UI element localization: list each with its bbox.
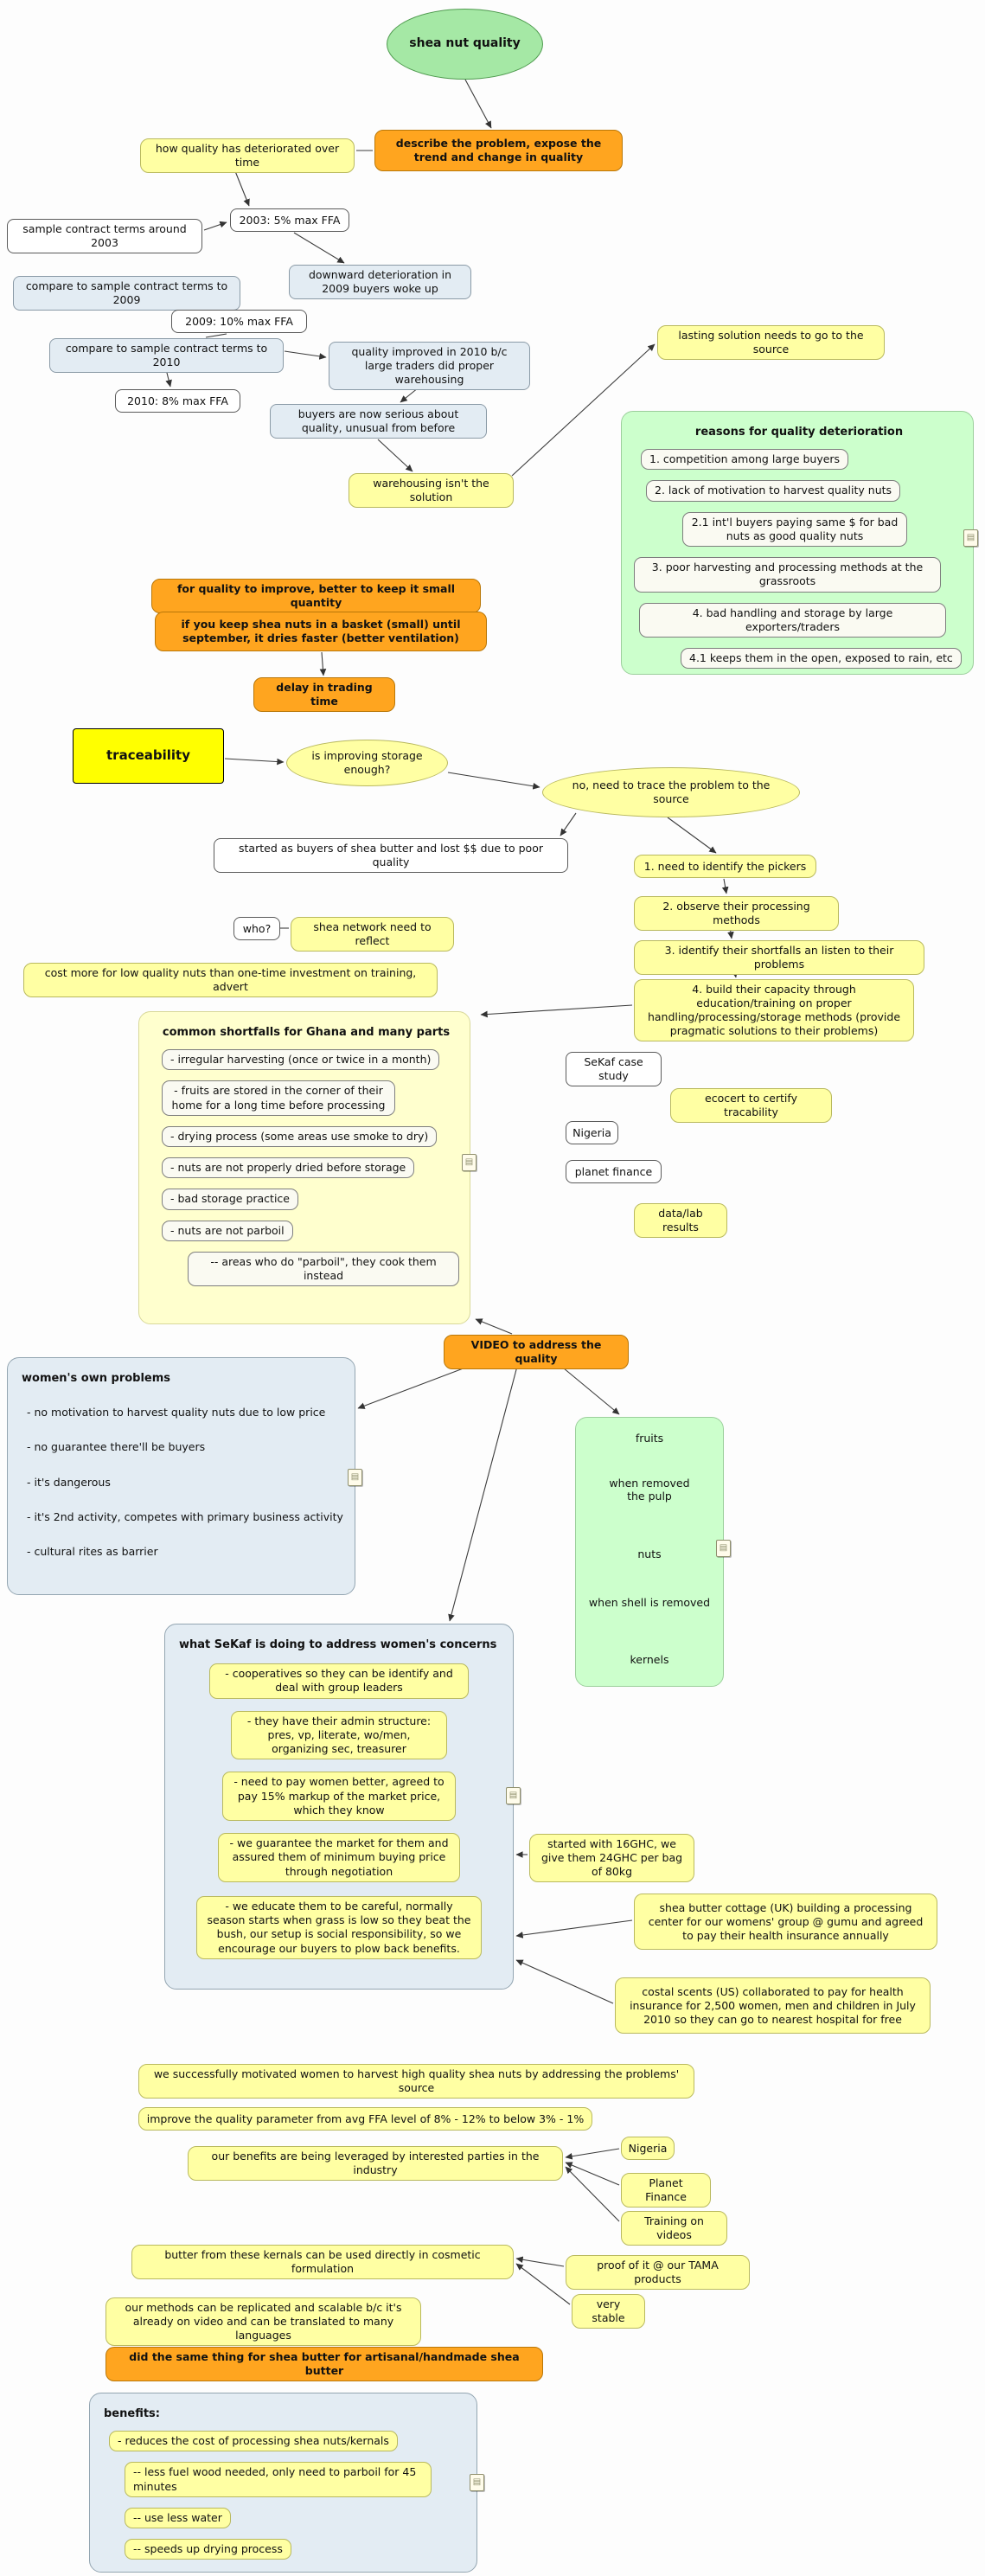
node-sixteen-ghc[interactable]: started with 16GHC, we give them 24GHC p… xyxy=(529,1834,694,1882)
panel-shortfalls-title: common shortfalls for Ghana and many par… xyxy=(162,1026,451,1039)
node-buyers-serious[interactable]: buyers are now serious about quality, un… xyxy=(270,404,487,439)
node-proof-tama[interactable]: proof of it @ our TAMA products xyxy=(566,2255,750,2290)
womens-item: - no guarantee there'll be buyers xyxy=(27,1440,206,1454)
node-shea-network[interactable]: shea network need to reflect xyxy=(291,917,454,952)
node-how-quality-deteriorated[interactable]: how quality has deteriorated over time xyxy=(140,138,355,173)
flow-step-fruits: fruits xyxy=(635,1432,664,1445)
node-sekaf-case-study[interactable]: SeKaf case study xyxy=(566,1052,662,1086)
node-no-trace-source[interactable]: no, need to trace the problem to the sou… xyxy=(542,767,800,817)
node-shea-butter-cottage-uk[interactable]: shea butter cottage (UK) building a proc… xyxy=(634,1894,937,1950)
panel-reasons-title: reasons for quality deterioration xyxy=(694,426,904,439)
node-nigeria-left[interactable]: Nigeria xyxy=(566,1121,618,1144)
benefit-item[interactable]: -- less fuel wood needed, only need to p… xyxy=(125,2462,432,2497)
node-downward-2009[interactable]: downward deterioration in 2009 buyers wo… xyxy=(289,265,471,299)
sekaf-action-item[interactable]: - need to pay women better, agreed to pa… xyxy=(222,1772,456,1821)
node-planet-finance-right[interactable]: Planet Finance xyxy=(621,2173,711,2208)
node-same-for-shea-butter[interactable]: did the same thing for shea butter for a… xyxy=(106,2347,543,2381)
reason-item[interactable]: 4.1 keeps them in the open, exposed to r… xyxy=(681,648,962,670)
node-delay-trading[interactable]: delay in trading time xyxy=(253,677,395,712)
node-benefits-leveraged[interactable]: our benefits are being leveraged by inte… xyxy=(188,2146,563,2181)
shortfall-item[interactable]: - fruits are stored in the corner of the… xyxy=(162,1080,395,1116)
shortfall-item[interactable]: - bad storage practice xyxy=(162,1189,298,1210)
node-step3-identify-shortfalls[interactable]: 3. identify their shortfalls an listen t… xyxy=(634,940,924,975)
node-motivated-women[interactable]: we successfully motivated women to harve… xyxy=(138,2064,694,2099)
node-nigeria-right[interactable]: Nigeria xyxy=(621,2137,675,2160)
shortfall-item[interactable]: -- areas who do "parboil", they cook the… xyxy=(188,1251,459,1287)
womens-item: - it's dangerous xyxy=(27,1475,111,1489)
node-compare-2009[interactable]: compare to sample contract terms to 2009 xyxy=(13,276,240,311)
node-compare-2010[interactable]: compare to sample contract terms to 2010 xyxy=(49,338,284,373)
sekaf-action-item[interactable]: - they have their admin structure: pres,… xyxy=(231,1710,447,1760)
node-quality-improve-small[interactable]: for quality to improve, better to keep i… xyxy=(151,579,481,613)
node-sample-contract-2003[interactable]: sample contract terms around 2003 xyxy=(7,219,202,253)
node-ecocert[interactable]: ecocert to certify tracability xyxy=(670,1088,832,1123)
node-replicable-scalable[interactable]: our methods can be replicated and scalab… xyxy=(106,2297,421,2346)
node-planet-finance-left[interactable]: planet finance xyxy=(566,1160,662,1183)
panel-benefits[interactable]: benefits: - reduces the cost of processi… xyxy=(89,2393,477,2573)
node-lasting-solution[interactable]: lasting solution needs to go to the sour… xyxy=(657,325,885,360)
node-video-quality[interactable]: VIDEO to address the quality xyxy=(444,1335,629,1369)
resource-note-icon[interactable]: ▤ xyxy=(716,1540,731,1557)
panel-benefits-title: benefits: xyxy=(104,2407,160,2420)
node-butter-cosmetic[interactable]: butter from these kernals can be used di… xyxy=(131,2245,514,2279)
womens-item: - cultural rites as barrier xyxy=(27,1545,158,1558)
reason-item[interactable]: 3. poor harvesting and processing method… xyxy=(634,557,941,593)
node-quality-improved-2010[interactable]: quality improved in 2010 b/c large trade… xyxy=(329,342,530,390)
resource-note-icon[interactable]: ▤ xyxy=(462,1154,477,1171)
node-step4-build-capacity[interactable]: 4. build their capacity through educatio… xyxy=(634,979,914,1041)
panel-womens-title: women's own problems xyxy=(22,1372,171,1385)
sekaf-action-item[interactable]: - we educate them to be careful, normall… xyxy=(196,1895,482,1959)
benefit-item[interactable]: -- speeds up drying process xyxy=(125,2539,291,2560)
node-improve-ffa-parameter[interactable]: improve the quality parameter from avg F… xyxy=(138,2107,592,2131)
flow-step-kernels: kernels xyxy=(630,1653,669,1666)
reason-item[interactable]: 1. competition among large buyers xyxy=(641,449,849,471)
shortfall-item[interactable]: - irregular harvesting (once or twice in… xyxy=(162,1049,440,1071)
flow-step-nuts: nuts xyxy=(637,1548,662,1560)
resource-note-icon[interactable]: ▤ xyxy=(963,529,978,547)
womens-item: - no motivation to harvest quality nuts … xyxy=(27,1406,326,1419)
node-very-stable[interactable]: very stable xyxy=(572,2294,645,2329)
benefit-item[interactable]: - reduces the cost of processing shea nu… xyxy=(109,2431,398,2452)
panel-reasons[interactable]: reasons for quality deterioration 1. com… xyxy=(621,411,974,675)
resource-note-icon[interactable]: ▤ xyxy=(506,1787,521,1804)
reason-item[interactable]: 2. lack of motivation to harvest quality… xyxy=(646,480,901,502)
panel-sekaf-actions[interactable]: what SeKaf is doing to address women's c… xyxy=(164,1624,514,1990)
node-shea-nut-quality[interactable]: shea nut quality xyxy=(387,9,543,80)
panel-process-flow[interactable]: fruits when removed the pulp nuts when s… xyxy=(575,1417,724,1687)
resource-note-icon[interactable]: ▤ xyxy=(348,1469,362,1486)
reason-item[interactable]: 4. bad handling and storage by large exp… xyxy=(639,602,946,638)
node-who[interactable]: who? xyxy=(233,917,280,940)
benefit-item[interactable]: -- use less water xyxy=(125,2507,231,2528)
panel-common-shortfalls[interactable]: common shortfalls for Ghana and many par… xyxy=(138,1011,470,1324)
panel-sekaf-title: what SeKaf is doing to address women's c… xyxy=(179,1638,497,1651)
node-step1-identify-pickers[interactable]: 1. need to identify the pickers xyxy=(634,855,816,878)
node-training-on-videos[interactable]: Training on videos xyxy=(621,2211,727,2246)
node-data-lab-results[interactable]: data/lab results xyxy=(634,1203,727,1238)
flow-step-pulp: when removed the pulp xyxy=(609,1477,690,1503)
shortfall-item[interactable]: - nuts are not parboil xyxy=(162,1220,293,1241)
resource-note-icon[interactable]: ▤ xyxy=(470,2474,484,2491)
womens-item: - it's 2nd activity, competes with prima… xyxy=(27,1509,343,1523)
node-warehousing-not-solution[interactable]: warehousing isn't the solution xyxy=(349,473,514,508)
node-basket-small[interactable]: if you keep shea nuts in a basket (small… xyxy=(155,612,487,651)
node-storage-enough[interactable]: is improving storage enough? xyxy=(286,740,448,786)
reason-item[interactable]: 2.1 int'l buyers paying same $ for bad n… xyxy=(682,511,907,547)
sekaf-action-item[interactable]: - cooperatives so they can be identify a… xyxy=(209,1663,469,1699)
node-ffa-2009[interactable]: 2009: 10% max FFA xyxy=(171,310,307,333)
node-costal-scents-us[interactable]: costal scents (US) collaborated to pay f… xyxy=(615,1977,931,2034)
panel-womens-problems[interactable]: women's own problems - no motivation to … xyxy=(7,1357,355,1595)
node-cost-more[interactable]: cost more for low quality nuts than one-… xyxy=(23,963,438,997)
node-traceability[interactable]: traceability xyxy=(73,728,224,784)
shortfall-item[interactable]: - nuts are not properly dried before sto… xyxy=(162,1157,415,1179)
node-step2-observe-methods[interactable]: 2. observe their processing methods xyxy=(634,896,839,931)
flow-step-shell: when shell is removed xyxy=(588,1596,711,1609)
node-ffa-2010[interactable]: 2010: 8% max FFA xyxy=(115,389,240,413)
node-describe-problem[interactable]: describe the problem, expose the trend a… xyxy=(374,130,623,171)
sekaf-action-item[interactable]: - we guarantee the market for them and a… xyxy=(218,1833,460,1882)
shortfall-item[interactable]: - drying process (some areas use smoke t… xyxy=(162,1125,438,1147)
node-started-buyers[interactable]: started as buyers of shea butter and los… xyxy=(214,838,568,873)
node-ffa-2003[interactable]: 2003: 5% max FFA xyxy=(230,208,349,232)
